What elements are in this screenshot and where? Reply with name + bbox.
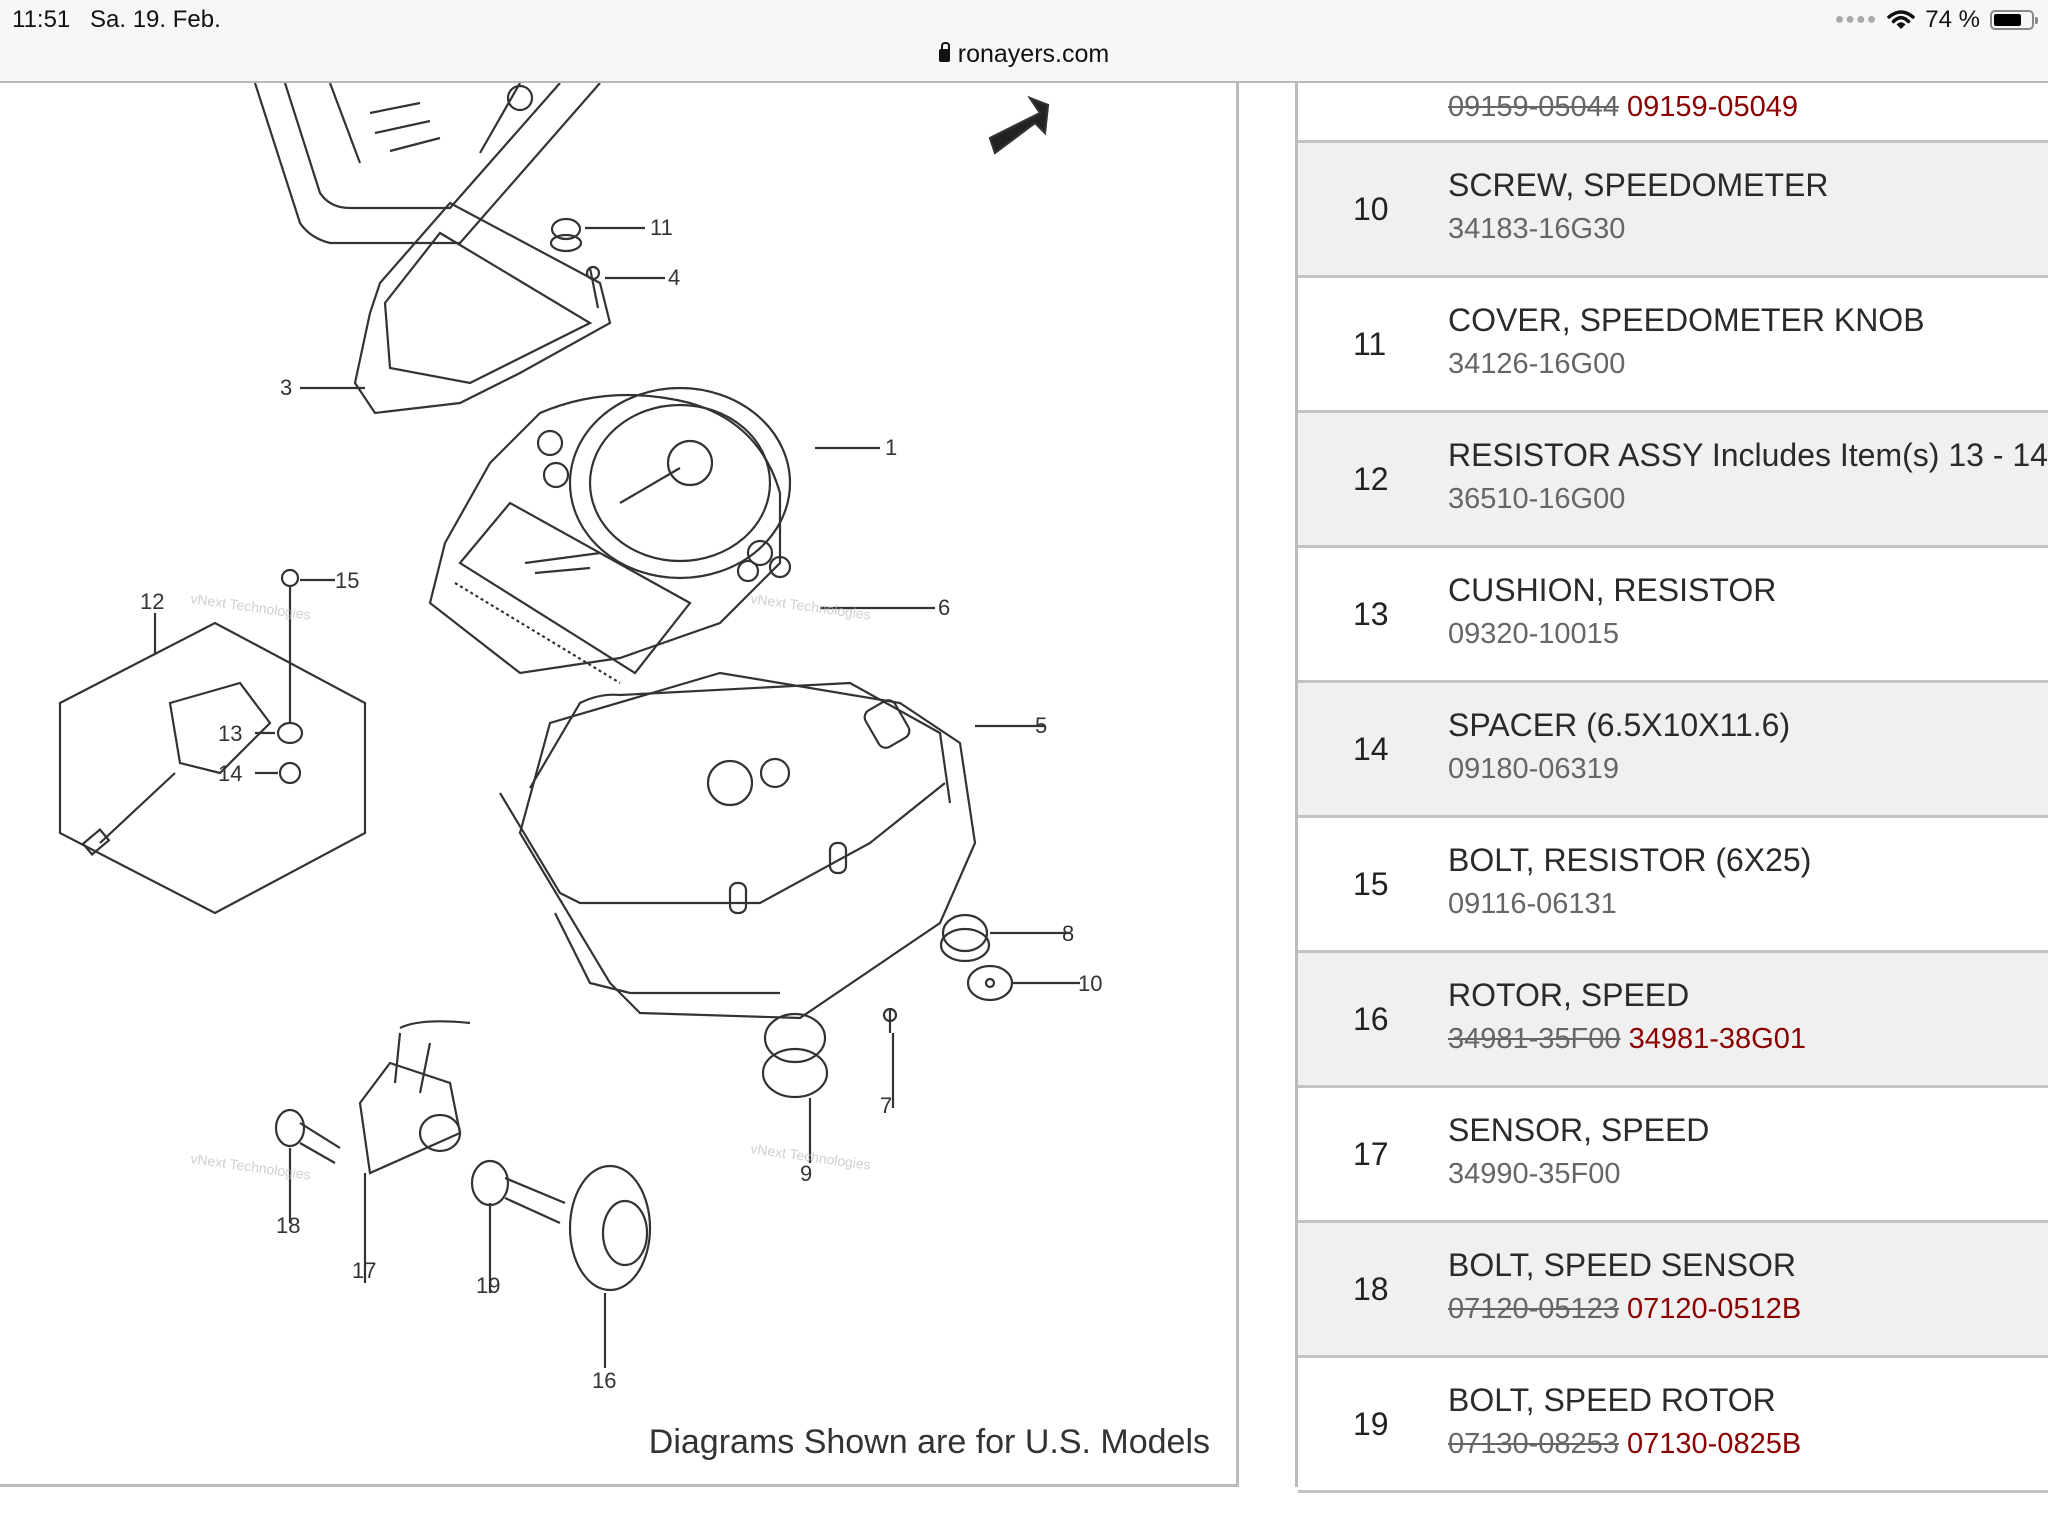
part-row[interactable]: 15 BOLT, RESISTOR (6X25) 09116-06131 — [1298, 818, 2048, 953]
part-description[interactable]: SPACER (6.5X10X11.6) — [1448, 707, 1791, 743]
address-bar[interactable]: ronayers.com — [0, 40, 2048, 69]
visor-part-3 — [353, 201, 612, 415]
cellular-dots-icon: ●●●● — [1834, 11, 1878, 28]
callout-3: 3 — [280, 375, 292, 400]
callout-4: 4 — [668, 265, 680, 290]
old-part-number: 07120-05123 — [1448, 1293, 1619, 1325]
callout-1: 1 — [885, 435, 897, 460]
old-part-number: 07130-08253 — [1448, 1428, 1619, 1460]
old-part-number: 09159-05044 — [1448, 91, 1619, 123]
part-number[interactable]: 09159-05044 09159-05049 — [1448, 91, 1798, 124]
callout-11: 11 — [650, 215, 673, 240]
part-ref-number: 14 — [1353, 731, 1389, 767]
new-part-number[interactable]: 09159-05049 — [1618, 91, 1798, 123]
callout-7: 7 — [880, 1093, 892, 1118]
callout-15: 15 — [335, 568, 359, 593]
callout-19: 19 — [476, 1273, 500, 1298]
part-description[interactable]: BOLT, RESISTOR (6X25) — [1448, 842, 1812, 878]
battery-fill — [1994, 14, 2021, 26]
part-number[interactable]: 34981-35F00 34981-38G01 — [1448, 1023, 1806, 1056]
battery-percent: 74 % — [1925, 6, 1980, 33]
part-row[interactable]: 17 SENSOR, SPEED 34990-35F00 — [1298, 1088, 2048, 1223]
new-part-number[interactable]: 34981-38G01 — [1620, 1023, 1806, 1055]
part-description[interactable]: COVER, SPEEDOMETER KNOB — [1448, 302, 1925, 338]
watermark: vNext Technologies — [750, 590, 872, 623]
new-part-number[interactable]: 07130-0825B — [1618, 1428, 1802, 1460]
part-number[interactable]: 36510-16G00 — [1448, 483, 1626, 515]
part-ref-number: 10 — [1353, 191, 1389, 227]
part-ref-number: 13 — [1353, 596, 1389, 632]
meter-case-part-5 — [518, 671, 977, 1020]
part-number[interactable]: 07130-08253 07130-0825B — [1448, 1428, 1801, 1461]
part-row[interactable]: 09159-05044 09159-05049 — [1298, 83, 2048, 143]
resistor-assy-part-12 — [58, 621, 367, 915]
part-row[interactable]: 16 ROTOR, SPEED 34981-35F00 34981-38G01 — [1298, 953, 2048, 1088]
status-bar: 11:51 Sa. 19. Feb. ronayers.com ●●●● 74 … — [0, 0, 2048, 83]
part-row[interactable]: 13 CUSHION, RESISTOR 09320-10015 — [1298, 548, 2048, 683]
callout-12: 12 — [140, 589, 164, 614]
url-text: ronayers.com — [957, 40, 1110, 68]
callout-5: 5 — [1035, 713, 1047, 738]
callout-10: 10 — [1078, 971, 1102, 996]
clock: 11:51 — [12, 6, 71, 33]
part-description[interactable]: BOLT, SPEED ROTOR — [1448, 1382, 1776, 1418]
part-description[interactable]: CUSHION, RESISTOR — [1448, 572, 1777, 608]
part-row[interactable]: 10 SCREW, SPEEDOMETER 34183-16G30 — [1298, 143, 2048, 278]
part-ref-number: 11 — [1353, 326, 1387, 362]
part-row[interactable]: 11 COVER, SPEEDOMETER KNOB 34126-16G00 — [1298, 278, 2048, 413]
parts-diagram-panel: 11 4 3 1 6 5 8 10 7 9 12 15 13 14 18 17 … — [0, 83, 1239, 1487]
upper-housing — [253, 83, 601, 245]
part-row[interactable]: 18 BOLT, SPEED SENSOR 07120-05123 07120-05… — [1298, 1223, 2048, 1358]
callout-17: 17 — [352, 1258, 376, 1283]
part-number[interactable]: 09180-06319 — [1448, 753, 1619, 785]
part-ref-number: 15 — [1353, 866, 1389, 902]
part-row[interactable]: 12 RESISTOR ASSY Includes Item(s) 13 - 14… — [1298, 413, 2048, 548]
status-icons: ●●●● 74 % — [1834, 6, 2038, 34]
part-description[interactable]: SCREW, SPEEDOMETER — [1448, 167, 1829, 203]
part-number[interactable]: 09116-06131 — [1448, 888, 1617, 920]
part-ref-number: 19 — [1353, 1406, 1389, 1442]
meter-assembly-part-1 — [428, 393, 782, 675]
battery-icon — [1990, 10, 2038, 30]
callout-8: 8 — [1062, 921, 1074, 946]
part-description[interactable]: RESISTOR ASSY Includes Item(s) 13 - 14 — [1448, 437, 2048, 473]
part-number[interactable]: 34126-16G00 — [1448, 348, 1626, 380]
part-number[interactable]: 34990-35F00 — [1448, 1158, 1621, 1190]
callout-14: 14 — [218, 761, 242, 786]
lock-icon — [938, 42, 950, 62]
callout-16: 16 — [592, 1368, 616, 1393]
date: Sa. 19. Feb. — [90, 6, 221, 33]
old-part-number: 34981-35F00 — [1448, 1023, 1621, 1055]
callout-13: 13 — [218, 721, 242, 746]
new-part-number[interactable]: 07120-0512B — [1618, 1293, 1802, 1325]
callout-18: 18 — [276, 1213, 300, 1238]
parts-list: 09159-05044 09159-05049 10 SCREW, SPEEDOME… — [1295, 83, 2048, 1493]
wifi-icon — [1887, 10, 1916, 29]
part-ref-number: 17 — [1353, 1136, 1389, 1172]
speed-sensor-part-17 — [393, 1020, 471, 1094]
part-ref-number: 18 — [1353, 1271, 1389, 1307]
callout-9: 9 — [800, 1161, 812, 1186]
part-row[interactable]: 19 BOLT, SPEED ROTOR 07130-08253 07130-082… — [1298, 1358, 2048, 1493]
part-ref-number: 16 — [1353, 1001, 1389, 1037]
watermark: vNext Technologies — [190, 590, 312, 623]
part-description[interactable]: ROTOR, SPEED — [1448, 977, 1690, 1013]
watermark: vNext Technologies — [190, 1150, 312, 1183]
callout-6: 6 — [938, 595, 950, 620]
exploded-parts-diagram[interactable]: 11 4 3 1 6 5 8 10 7 9 12 15 13 14 18 17 … — [0, 83, 1236, 1403]
fwd-arrow-icon — [988, 95, 1050, 155]
part-description[interactable]: BOLT, SPEED SENSOR — [1448, 1247, 1796, 1283]
part-row[interactable]: 14 SPACER (6.5X10X11.6) 09180-06319 — [1298, 683, 2048, 818]
part-number[interactable]: 09320-10015 — [1448, 618, 1619, 650]
part-number[interactable]: 07120-05123 07120-0512B — [1448, 1293, 1801, 1326]
part-description[interactable]: SENSOR, SPEED — [1448, 1112, 1710, 1148]
diagram-caption: Diagrams Shown are for U.S. Models — [648, 1423, 1210, 1461]
part-number[interactable]: 34183-16G30 — [1448, 213, 1626, 245]
part-ref-number: 12 — [1353, 461, 1389, 497]
